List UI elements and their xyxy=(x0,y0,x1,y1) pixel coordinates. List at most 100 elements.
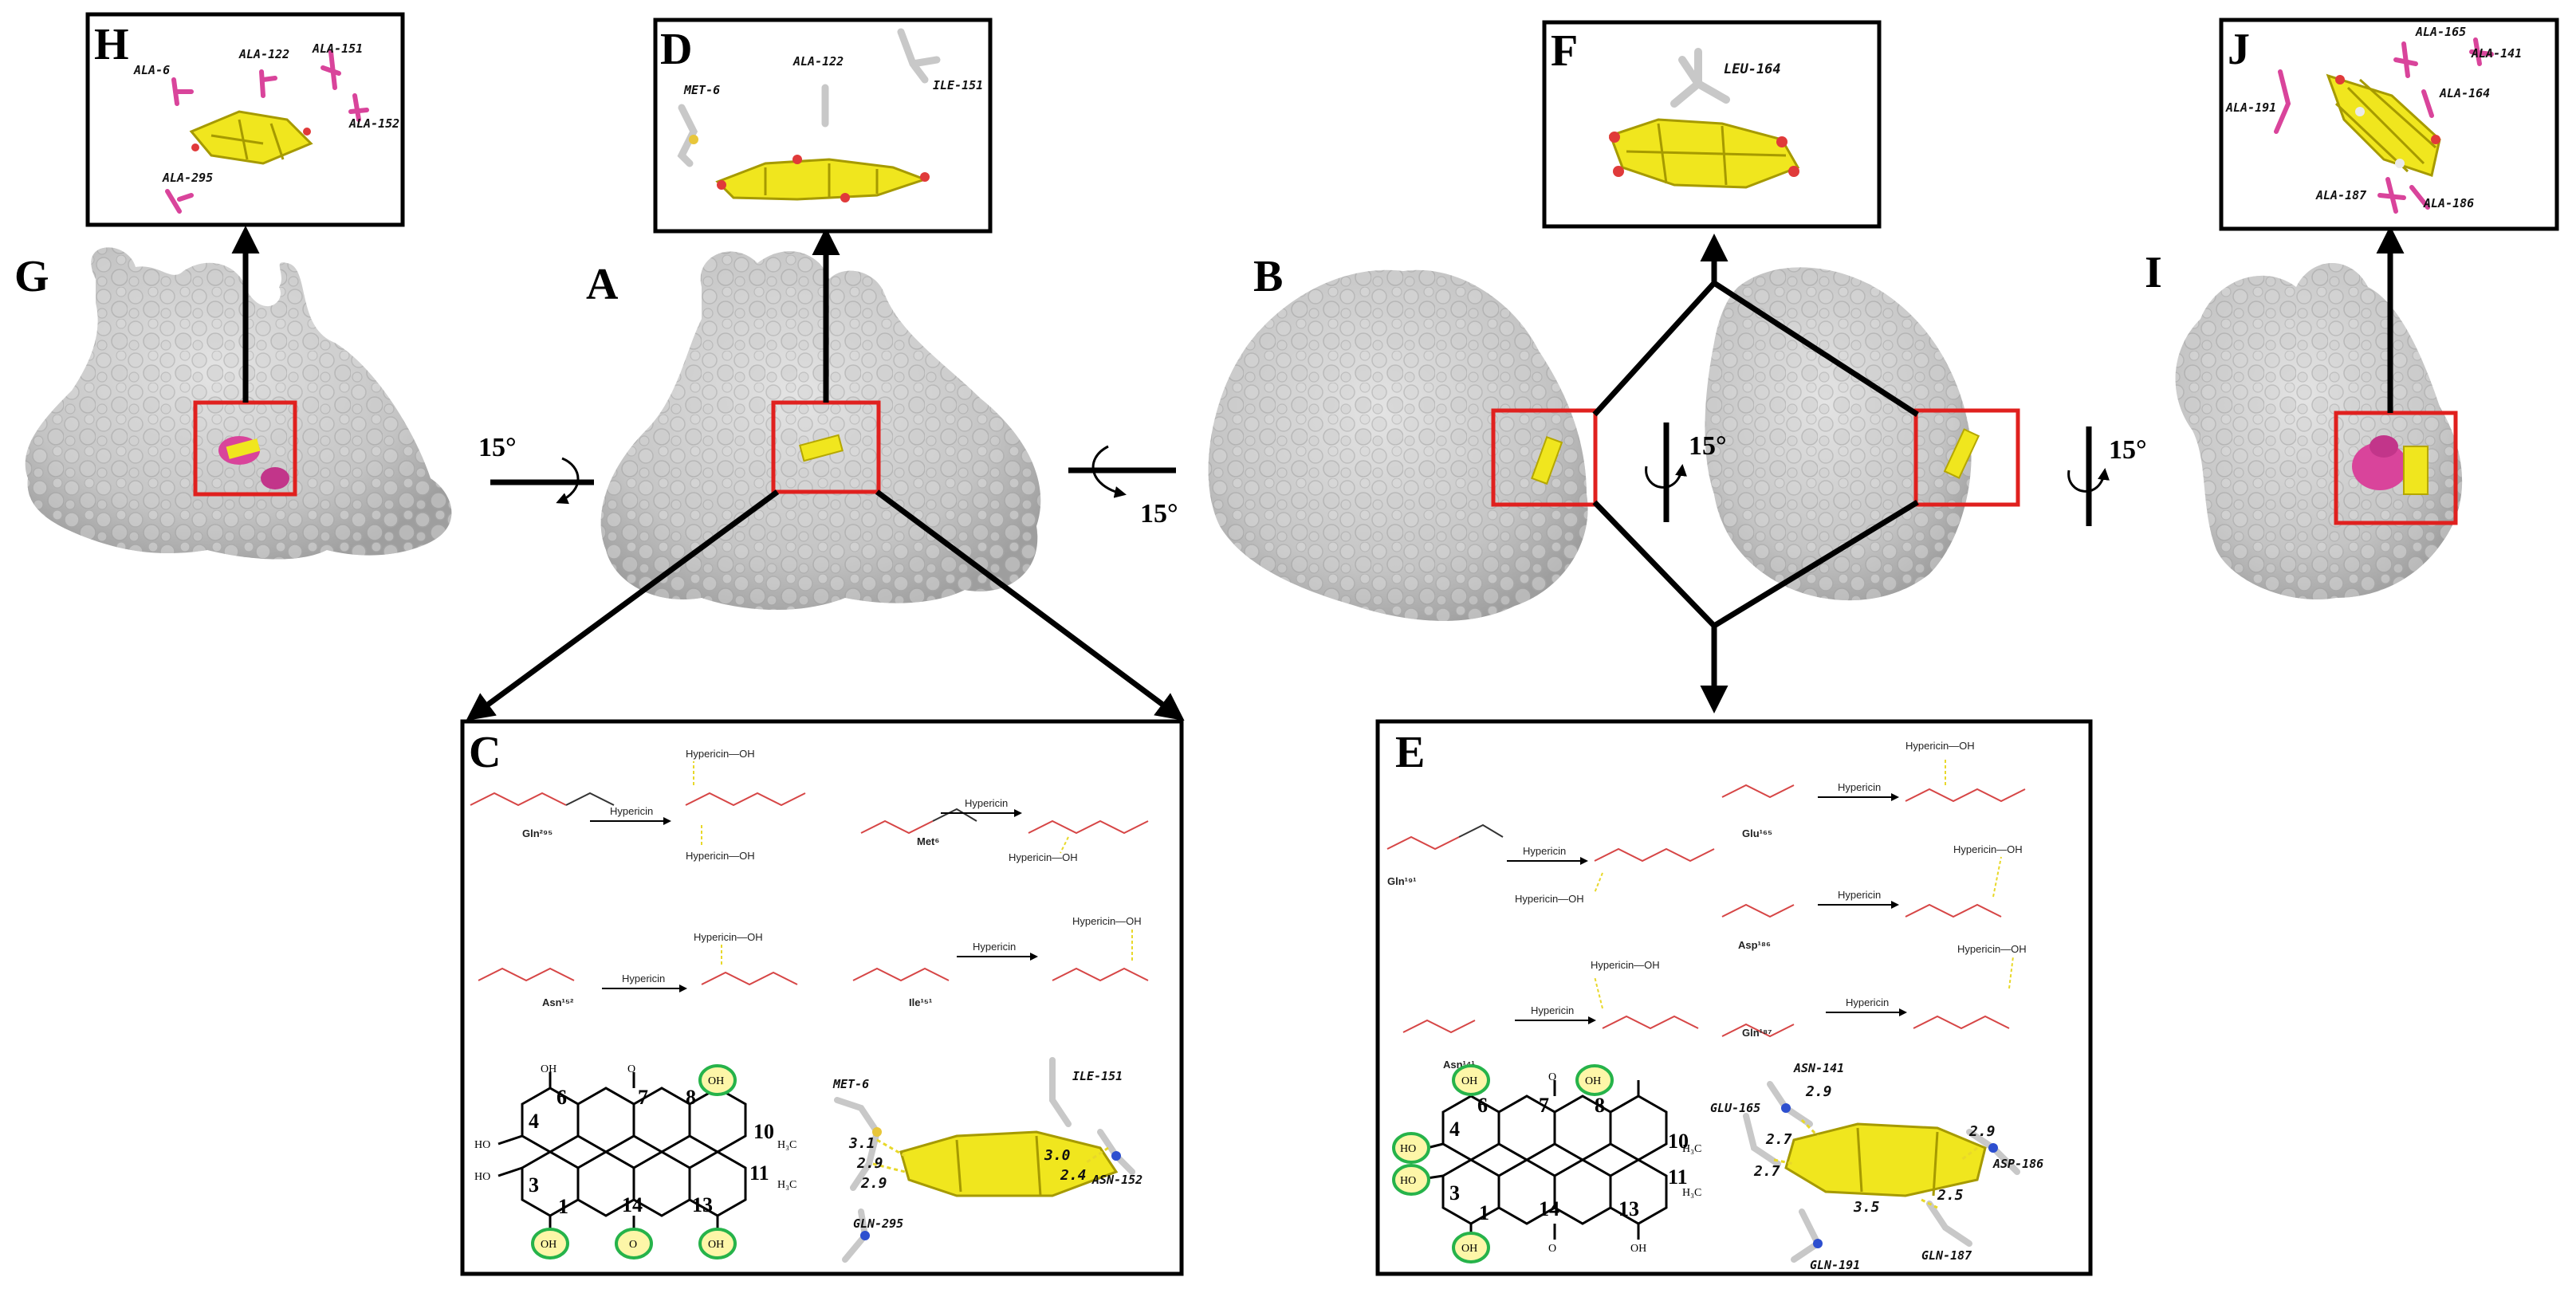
substituent-oh: OH xyxy=(708,1075,724,1087)
distance-label: 3.0 xyxy=(1044,1147,1071,1164)
interaction-scheme-C1: Gln²⁹⁵ Hypericin Hypericin—OH Hypericin—… xyxy=(470,748,806,862)
residue-label: ALA-295 xyxy=(162,171,213,185)
ring-number: 1 xyxy=(1479,1201,1489,1224)
ligand-H xyxy=(189,110,313,165)
substituent-ho: HO xyxy=(474,1171,490,1183)
residue-name: Gln²⁹⁵ xyxy=(522,827,553,839)
distance-label: 2.4 xyxy=(1060,1167,1087,1184)
substituent-oh: OH xyxy=(1461,1075,1477,1087)
substituent-oh: OH xyxy=(541,1063,556,1075)
residue-name: Asn¹⁵² xyxy=(542,996,574,1008)
panel-D: D MET-6 ALA-122 ILE-151 xyxy=(653,18,993,234)
residue-label: ALA-187 xyxy=(2315,188,2366,202)
residue-label: ASN-141 xyxy=(1793,1061,1844,1075)
panel-label-B: B xyxy=(1253,252,1283,301)
hydroxyl-highlights-C xyxy=(531,1064,737,1260)
residue-label: ALA-6 xyxy=(133,63,170,77)
ring-number: 6 xyxy=(1477,1094,1488,1117)
substituent-oh: OH xyxy=(708,1239,724,1251)
ring-number: 4 xyxy=(1449,1118,1460,1141)
ligand-oh: Hypericin—OH xyxy=(1515,893,1584,905)
residue-label: GLN-191 xyxy=(1810,1258,1860,1272)
ring-number: 8 xyxy=(686,1086,696,1109)
distance-label: 2.9 xyxy=(860,1175,887,1192)
panel-label-A: A xyxy=(586,260,619,309)
distance-label: 2.7 xyxy=(1753,1163,1780,1180)
residue-label: ALA-122 xyxy=(238,47,289,61)
substituent-o: O xyxy=(1548,1071,1556,1083)
residue-label: ILE-151 xyxy=(933,78,983,92)
residue-sticks-J xyxy=(2274,37,2494,214)
rotation-label: 15° xyxy=(478,433,517,462)
ring-number: 8 xyxy=(1595,1094,1605,1117)
residue-sticks-D xyxy=(677,28,941,167)
protein-surface-B-left xyxy=(1208,269,1588,621)
residue-label: ALA-141 xyxy=(2471,46,2522,61)
hypericin-structure-C xyxy=(498,1072,747,1232)
ligand-name: Hypericin xyxy=(1838,781,1881,793)
ring-number: 7 xyxy=(1539,1094,1549,1117)
interaction-scheme-E5: Gln¹⁸⁷ Hypericin Hypericin—OH xyxy=(1721,943,2027,1039)
substituent-ch3: H₃C xyxy=(777,1179,796,1191)
ligand-oh: Hypericin—OH xyxy=(686,850,755,862)
substituent-ch3: H₃C xyxy=(777,1139,796,1151)
residue-label: GLN-187 xyxy=(1921,1248,1972,1263)
ligand-ensemble-J xyxy=(2326,73,2441,177)
panel-label-G: G xyxy=(14,252,49,301)
protein-surface-B-right xyxy=(1705,267,1972,601)
residue-label: ALA-165 xyxy=(2415,25,2466,39)
rotation-label: 15° xyxy=(1689,431,1727,461)
panel-H: H ALA-6 ALA-122 ALA-151 ALA-152 ALA-295 xyxy=(85,12,405,227)
residue-name: Gln¹⁸⁷ xyxy=(1742,1027,1772,1039)
ring-number: 13 xyxy=(692,1193,713,1216)
residue-label: ASP-186 xyxy=(1992,1157,2043,1171)
substituent-ho: HO xyxy=(1400,1143,1416,1155)
residue-name: Glu¹⁶⁵ xyxy=(1742,827,1772,839)
ring-number: 11 xyxy=(1668,1165,1688,1189)
ligand-name: Hypericin xyxy=(1838,889,1881,901)
ligand-oh: Hypericin—OH xyxy=(1009,851,1078,863)
residue-label: ALA-151 xyxy=(312,41,363,56)
panel-label-E: E xyxy=(1395,728,1425,777)
ring-number: 7 xyxy=(638,1086,648,1109)
residue-label: ALA-164 xyxy=(2439,86,2490,100)
ring-number: 13 xyxy=(1618,1197,1639,1220)
interaction-scheme-C4: Ile¹⁵¹ Hypericin Hypericin—OH xyxy=(852,915,1149,1008)
distance-label: 2.9 xyxy=(1968,1123,1996,1140)
interaction-scheme-C3: Asn¹⁵² Hypericin Hypericin—OH xyxy=(478,931,798,1008)
ligand-F xyxy=(1609,118,1800,189)
residue-label: MET-6 xyxy=(832,1077,869,1091)
interaction-3d-E xyxy=(1743,1081,2020,1263)
ligand-oh: Hypericin—OH xyxy=(1072,915,1142,927)
highlight-box-B-left xyxy=(1491,408,1598,507)
substituent-ho: HO xyxy=(1400,1175,1416,1187)
residue-sticks-F xyxy=(1670,48,1730,108)
residue-label: GLU-165 xyxy=(1710,1101,1760,1115)
rotation-symbol-G-A: 15° xyxy=(478,433,594,505)
ligand-name: Hypericin xyxy=(622,973,665,984)
diamond-connector xyxy=(1592,279,1919,630)
residue-label: ALA-152 xyxy=(348,116,399,131)
panel-label-J: J xyxy=(2228,25,2250,74)
interaction-scheme-E1: Gln¹⁹¹ Hypericin Hypericin—OH xyxy=(1386,823,1715,905)
panel-E: E Gln¹⁹¹ Hypericin Hypericin—OH Glu¹⁶⁵ H… xyxy=(1375,719,2093,1276)
substituent-ch3: H₃C xyxy=(1682,1187,1701,1199)
ring-number: 10 xyxy=(1668,1130,1689,1153)
ring-number: 1 xyxy=(558,1195,568,1218)
substituent-o: O xyxy=(629,1239,637,1251)
distance-label: 2.9 xyxy=(856,1155,883,1172)
panel-label-F: F xyxy=(1551,26,1578,76)
interaction-scheme-E3: Asp¹⁸⁶ Hypericin Hypericin—OH xyxy=(1721,843,2023,951)
hydroxyl-highlights-E xyxy=(1392,1064,1614,1263)
substituent-ho: HO xyxy=(474,1139,490,1151)
residue-label: ALA-122 xyxy=(792,54,844,69)
ligand-name: Hypericin xyxy=(973,941,1016,953)
protein-surface-A xyxy=(600,251,1041,610)
residue-label: ALA-191 xyxy=(2225,100,2276,115)
distance-label: 2.5 xyxy=(1937,1187,1964,1204)
binding-site-B-left xyxy=(1531,435,1563,485)
residue-label: ASN-152 xyxy=(1091,1173,1142,1187)
substituent-o: O xyxy=(1548,1243,1556,1255)
residue-name: Asp¹⁸⁶ xyxy=(1738,939,1771,951)
